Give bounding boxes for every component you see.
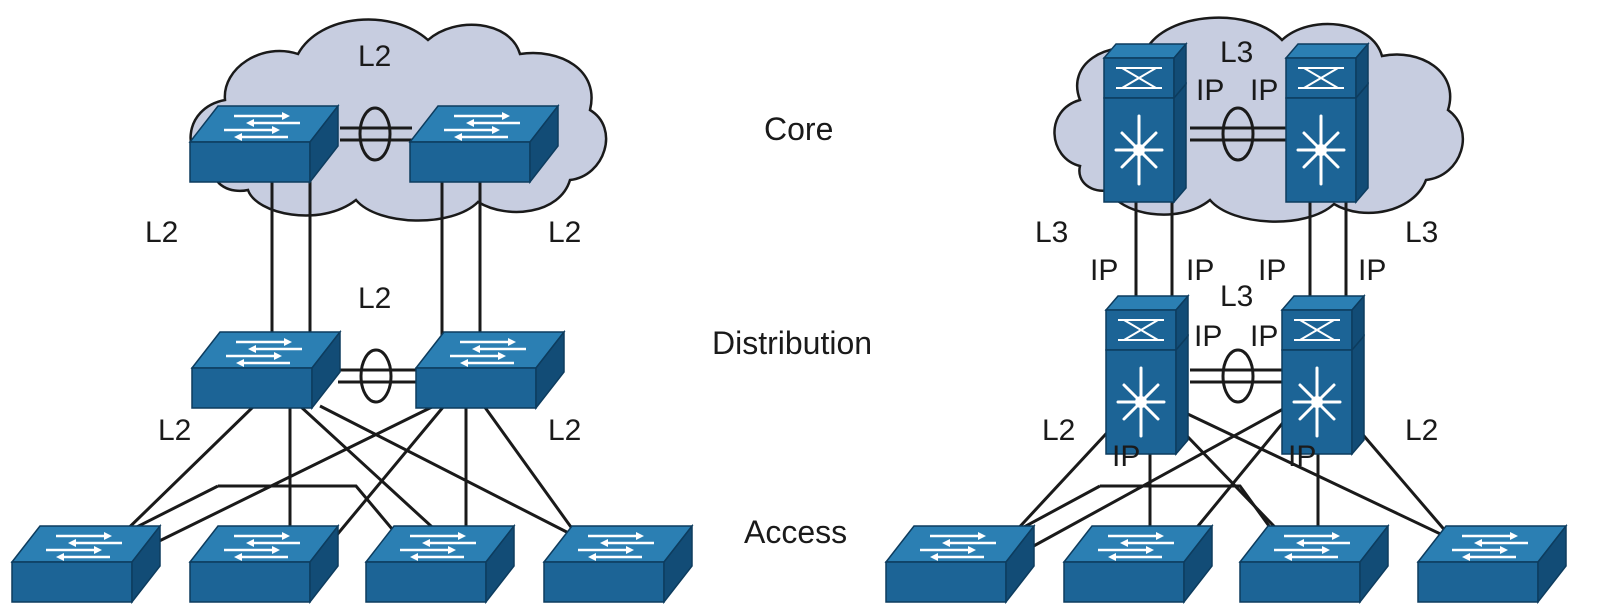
left-distribution-bundle-ring [359, 348, 393, 404]
right-access-switch-2 [1062, 524, 1214, 604]
left-access-switch-2 [188, 524, 340, 604]
right-core-link-label-2: L3 [1405, 216, 1438, 249]
left-distribution-switch-1 [190, 330, 342, 410]
right-core-link-label-1: L3 [1035, 216, 1068, 249]
right-access-switch-1 [884, 524, 1036, 604]
left-cloud-label: L2 [358, 40, 391, 73]
right-access-ip-label-2: IP [1288, 440, 1316, 473]
right-access-link-label-2: L2 [1405, 414, 1438, 447]
left-core-link-label-1: L2 [145, 216, 178, 249]
right-uplink-ip-label-1: IP [1090, 254, 1118, 287]
tier-label-access: Access [744, 514, 847, 550]
right-uplink-ip-label-3: IP [1258, 254, 1286, 287]
left-access-switch-4 [542, 524, 694, 604]
right-distribution-ip-label-1: IP [1194, 320, 1222, 353]
right-access-switch-4 [1416, 524, 1568, 604]
left-core-bundle-ring [358, 106, 392, 162]
left-access-link-label-2: L2 [548, 414, 581, 447]
right-core-ip-label-1: IP [1196, 74, 1224, 107]
right-core-ip-label-2: IP [1250, 74, 1278, 107]
right-distribution-multilayer-switch-2 [1280, 294, 1366, 456]
tier-label-core: Core [764, 111, 833, 147]
right-distribution-label: L3 [1220, 280, 1253, 313]
right-access-link-label-1: L2 [1042, 414, 1075, 447]
left-core-switch-1 [188, 104, 340, 184]
right-topology: L3 IP IP L3 L3 IP IP IP IP L3 IP IP L2 L… [884, 16, 1568, 604]
right-core-bundle-ring [1221, 106, 1255, 162]
right-core-multilayer-switch-2 [1284, 42, 1370, 204]
left-distribution-label: L2 [358, 282, 391, 315]
right-core-multilayer-switch-1 [1102, 42, 1188, 204]
right-access-ip-label-1: IP [1112, 440, 1140, 473]
left-distribution-switch-2 [414, 330, 566, 410]
right-distribution-bundle-ring [1221, 348, 1255, 404]
tier-label-distribution: Distribution [712, 325, 872, 361]
left-access-switch-1 [10, 524, 162, 604]
left-access-switch-3 [364, 524, 516, 604]
right-distribution-multilayer-switch-1 [1104, 294, 1190, 456]
left-topology: L2 L2 L2 L2 L2 L2 [10, 18, 694, 604]
right-distribution-ip-label-2: IP [1250, 320, 1278, 353]
right-cloud-label: L3 [1220, 36, 1253, 69]
left-core-link-label-2: L2 [548, 216, 581, 249]
right-access-switch-3 [1238, 524, 1390, 604]
left-access-link-label-1: L2 [158, 414, 191, 447]
right-uplink-ip-label-2: IP [1186, 254, 1214, 287]
left-core-switch-2 [408, 104, 560, 184]
right-uplink-ip-label-4: IP [1358, 254, 1386, 287]
